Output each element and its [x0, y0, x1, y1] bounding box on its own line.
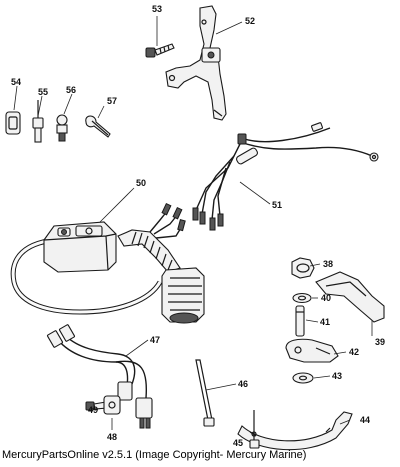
part-56-terminal: [56, 114, 68, 142]
callout-51: 51: [272, 200, 283, 210]
callout-54: 54: [11, 77, 22, 87]
part-52-bracket: [165, 5, 227, 121]
callout-42: 42: [349, 347, 360, 357]
callout-55: 55: [38, 87, 49, 97]
leader-lines: [13, 16, 373, 425]
callout-50: 50: [136, 178, 147, 188]
callout-49: 49: [88, 405, 99, 415]
part-55-fuse: [32, 100, 44, 143]
part-43-washer: [292, 372, 314, 384]
part-51-wiring-harness: [192, 122, 379, 231]
callout-47: 47: [150, 335, 161, 345]
part-49-bolt: [85, 395, 121, 415]
callout-44: 44: [360, 415, 371, 425]
part-47-small-harness: [46, 324, 153, 429]
part-40-washer: [292, 292, 312, 304]
part-45-screw: [249, 410, 260, 449]
part-46-cable-tie: [195, 359, 215, 427]
callout-48: 48: [107, 432, 118, 442]
callout-38: 38: [323, 259, 334, 269]
part-41-pin: [295, 305, 305, 337]
callout-43: 43: [332, 371, 343, 381]
callout-46: 46: [238, 379, 249, 389]
callout-45: 45: [233, 438, 244, 448]
part-54-clip: [5, 111, 21, 135]
part-38-nut: [291, 257, 315, 279]
part-50-control-box-harness: [10, 202, 205, 324]
copyright-footer: MercuryPartsOnline v2.5.1 (Image Copyrig…: [2, 449, 307, 461]
callout-56: 56: [66, 85, 77, 95]
part-57-pin: [85, 115, 111, 138]
callout-53: 53: [152, 4, 163, 14]
callout-40: 40: [321, 293, 332, 303]
callout-39: 39: [375, 337, 386, 347]
part-42-plate: [285, 338, 339, 363]
callout-41: 41: [320, 317, 331, 327]
part-53-bolt: [145, 43, 175, 58]
callout-57: 57: [107, 96, 118, 106]
callout-52: 52: [245, 16, 256, 26]
part-39-lever: [315, 271, 385, 323]
